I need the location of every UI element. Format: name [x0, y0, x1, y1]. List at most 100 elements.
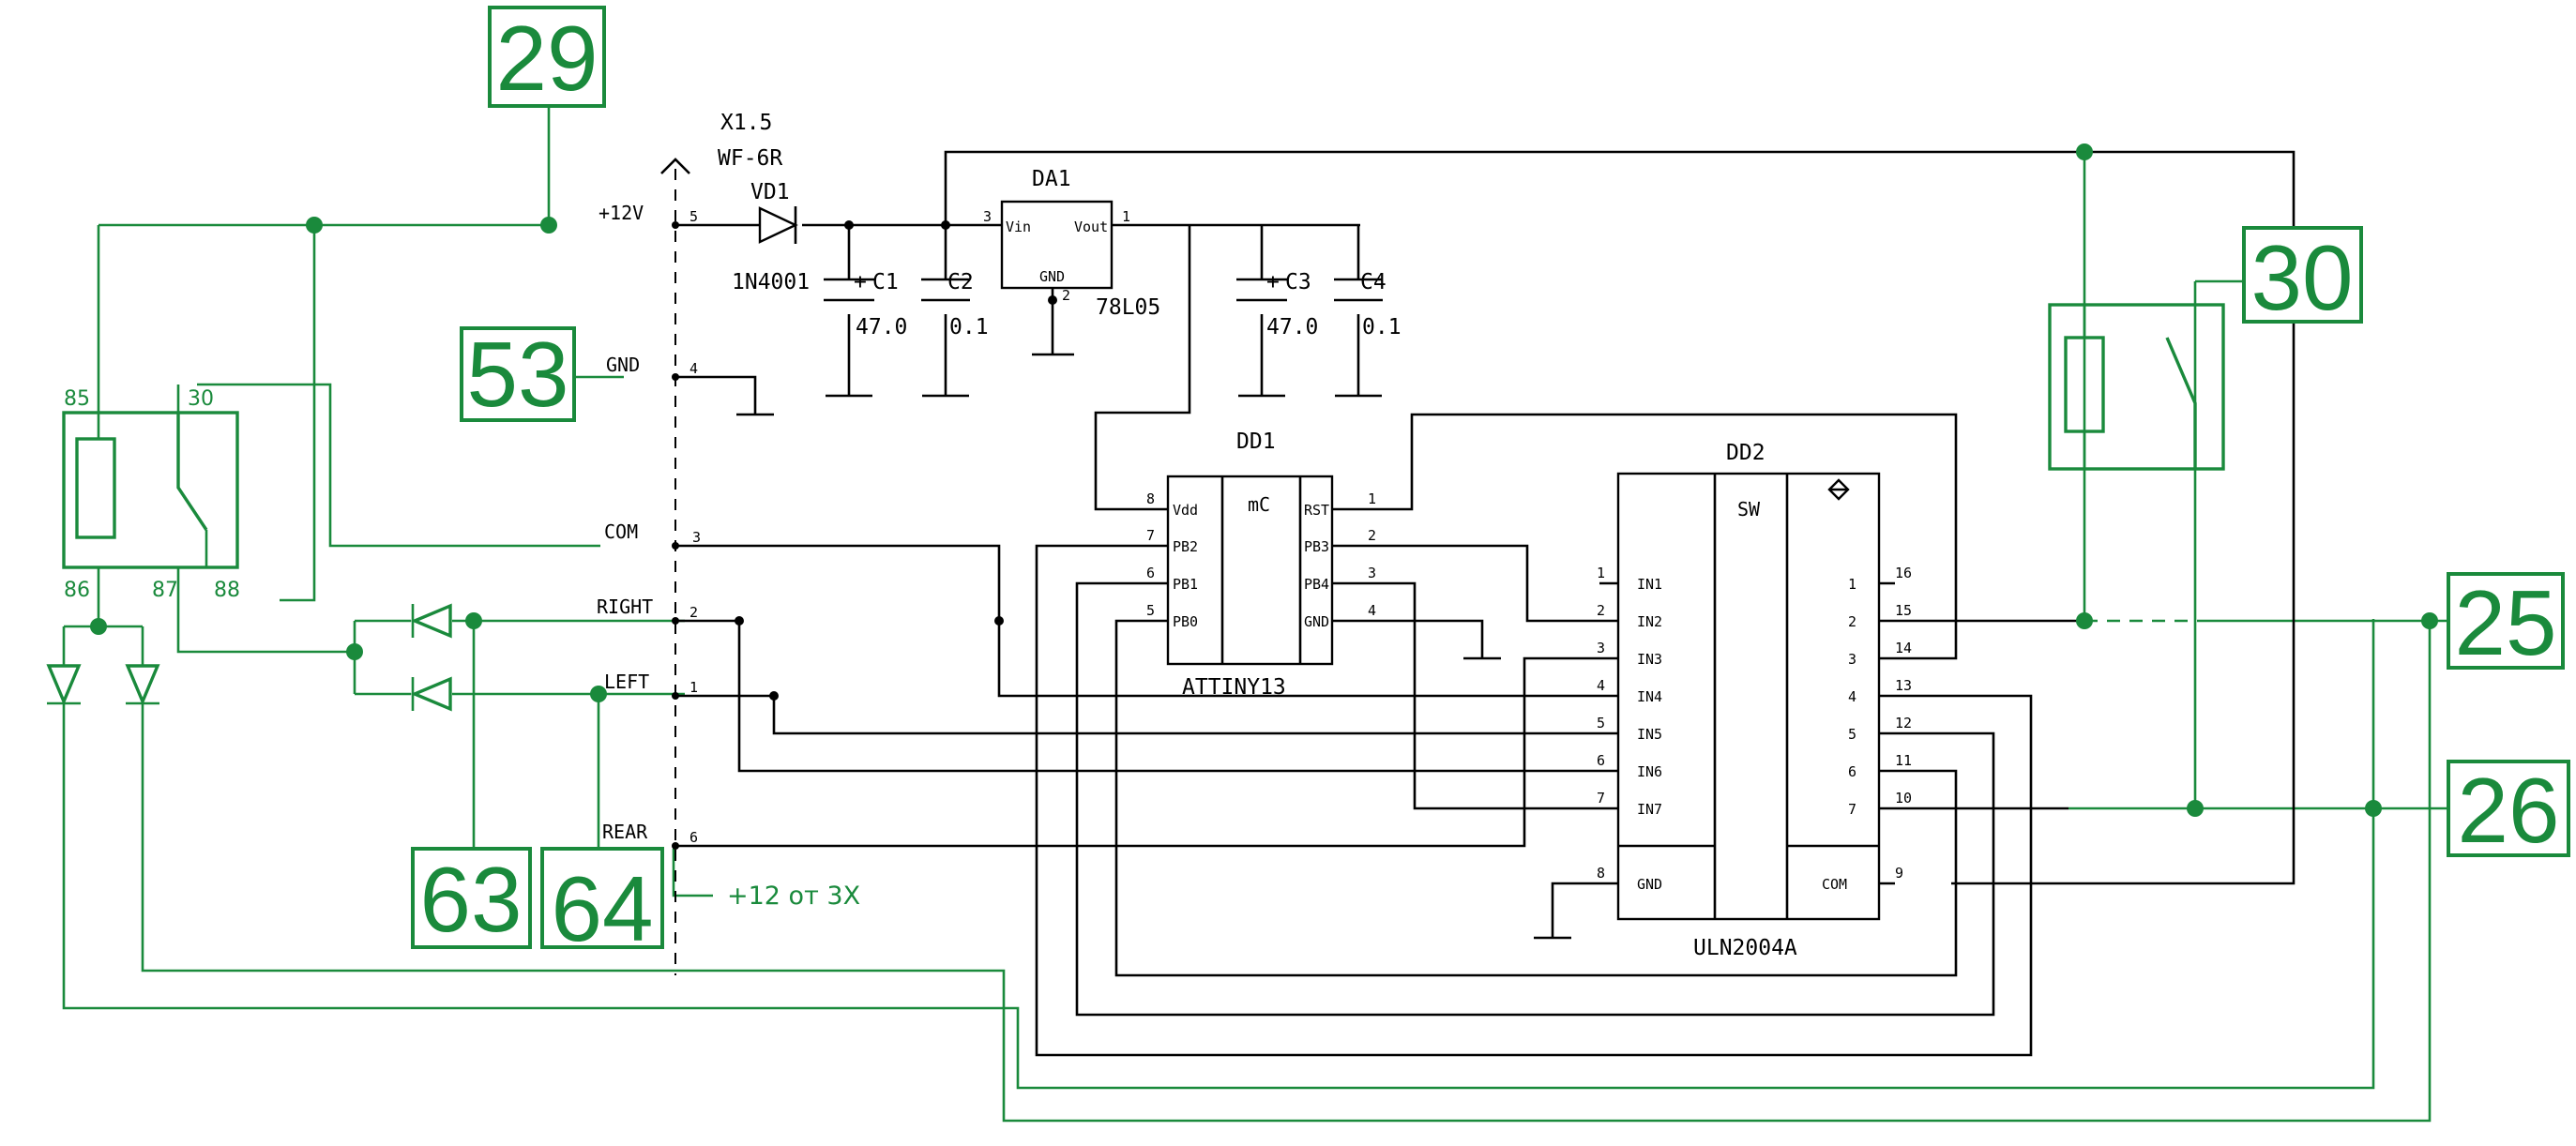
pin-net-label: REAR — [602, 821, 648, 843]
c2-value: 0.1 — [949, 315, 989, 339]
dd2-output-num: 14 — [1895, 640, 1912, 656]
dd2-input-name: IN4 — [1637, 688, 1662, 705]
dd1-pin-num: 7 — [1146, 527, 1155, 544]
relay-right — [2048, 303, 2225, 471]
dd2-input-name: IN7 — [1637, 801, 1662, 818]
dd2-com-num: 9 — [1895, 865, 1903, 882]
dd1-ref: DD1 — [1236, 430, 1276, 454]
capacitor-c2: C2 0.1 — [921, 270, 989, 339]
dd2-output-num: 15 — [1895, 602, 1912, 619]
dd2-output-idx: 6 — [1848, 763, 1856, 780]
relay-pin-label: 85 — [64, 387, 90, 411]
pin-net-label: GND — [606, 354, 640, 376]
da1-pin-gnd: GND — [1039, 268, 1065, 285]
dd2-part: ULN2004A — [1693, 936, 1797, 960]
dd2-gnd-name: GND — [1637, 876, 1662, 893]
connector-x1-5: X1.5 WF-6R +12V 5 GND 4 COM 3 RIGHT 2 LE… — [597, 111, 782, 850]
pin-number: 2 — [689, 604, 698, 621]
dd1-pin-name: PB0 — [1173, 613, 1198, 630]
terminal-label: 53 — [466, 323, 568, 426]
terminal-label: 25 — [2454, 571, 2556, 674]
dd2-output-idx: 4 — [1848, 688, 1856, 705]
dd2-output-num: 10 — [1895, 790, 1912, 807]
power-symbol-icon — [1827, 478, 1850, 501]
connector-type: WF-6R — [718, 146, 782, 171]
relay-pin-label: 30 — [188, 387, 214, 411]
dd2-ref: DD2 — [1726, 441, 1765, 465]
relay-left: 85 30 86 87 88 — [62, 385, 240, 602]
c3-ref: C3 — [1285, 270, 1311, 294]
diode-pair-bottom — [46, 664, 160, 706]
pin-number: 1 — [689, 679, 698, 696]
dd2-output-num: 11 — [1895, 752, 1912, 769]
dd2-center: SW — [1737, 498, 1761, 520]
dd1-pin-num: 3 — [1368, 565, 1376, 581]
terminal-30: 30 — [2242, 226, 2363, 329]
dd1-pin-num: 1 — [1368, 490, 1376, 507]
dd2-com-name: COM — [1822, 876, 1847, 893]
terminal-53: 53 — [460, 323, 576, 426]
c1-polarity: + — [854, 270, 867, 294]
regulator-da1: DA1 Vin Vout GND 3 1 2 78L05 — [983, 167, 1160, 320]
dd2-output-num: 13 — [1895, 677, 1912, 694]
junction-dots — [90, 143, 2438, 817]
c2-ref: C2 — [947, 270, 974, 294]
rear-source-note: +12 от 3Х — [727, 882, 860, 911]
dd1-pin-name: PB4 — [1304, 576, 1329, 593]
connector-ref: X1.5 — [720, 111, 772, 135]
pin-number: 5 — [689, 208, 698, 225]
dd2-output-num: 16 — [1895, 565, 1912, 581]
dd2-input-name: IN6 — [1637, 763, 1662, 780]
c4-ref: C4 — [1360, 270, 1386, 294]
vd1-ref: VD1 — [750, 180, 790, 204]
dd1-pin-name: GND — [1304, 613, 1329, 630]
c3-value: 47.0 — [1266, 315, 1318, 339]
pin-net-label: LEFT — [604, 671, 649, 693]
dd2-output-idx: 5 — [1848, 726, 1856, 743]
capacitor-c4: C4 0.1 — [1334, 270, 1402, 339]
dd2-output-idx: 7 — [1848, 801, 1856, 818]
terminal-label: 29 — [495, 7, 598, 110]
pin-net-label: RIGHT — [597, 596, 653, 618]
dd1-pin-num: 5 — [1146, 602, 1155, 619]
diode-vd1: VD1 1N4001 — [732, 180, 810, 294]
dd2-input-name: IN5 — [1637, 726, 1662, 743]
diode-pair-side — [410, 603, 452, 712]
pin-number: 6 — [689, 829, 698, 846]
relay-pin-label: 88 — [214, 579, 240, 602]
dd2-input-num: 7 — [1597, 790, 1605, 807]
dd2-output-idx: 2 — [1848, 613, 1856, 630]
relay-pin-label: 86 — [64, 579, 90, 602]
terminal-64: 64 — [540, 847, 664, 960]
dd1-pin-name: PB1 — [1173, 576, 1198, 593]
terminal-25: 25 — [2447, 571, 2565, 674]
dd2-input-num: 5 — [1597, 715, 1605, 731]
dd2-input-name: IN1 — [1637, 576, 1662, 593]
da1-pin-vout: Vout — [1074, 219, 1108, 235]
dd2-output-num: 12 — [1895, 715, 1912, 731]
terminal-26: 26 — [2447, 759, 2570, 862]
dd2-input-num: 2 — [1597, 602, 1605, 619]
dd2-input-num: 1 — [1597, 565, 1605, 581]
dd2-input-num: 4 — [1597, 677, 1605, 694]
dd2-input-name: IN3 — [1637, 651, 1662, 668]
dd1-center: mC — [1248, 493, 1270, 516]
capacitor-c3: + C3 47.0 — [1236, 270, 1318, 339]
terminal-label: 30 — [2250, 226, 2353, 329]
da1-ref: DA1 — [1032, 167, 1071, 191]
terminal-29: 29 — [488, 6, 606, 110]
dd1-pin-num: 2 — [1368, 527, 1376, 544]
terminal-label: 63 — [419, 848, 522, 951]
relay-pin-label: 87 — [152, 579, 178, 602]
terminal-63: 63 — [411, 847, 532, 951]
c1-value: 47.0 — [856, 315, 907, 339]
capacitor-c1: + C1 47.0 — [824, 270, 907, 339]
da1-pin-num: 1 — [1122, 208, 1130, 225]
dd1-pin-num: 4 — [1368, 602, 1376, 619]
pin-number: 3 — [692, 529, 701, 546]
dd1-pin-name: Vdd — [1173, 502, 1198, 519]
dd2-input-num: 6 — [1597, 752, 1605, 769]
terminal-label: 26 — [2457, 759, 2559, 862]
dd2-output-idx: 3 — [1848, 651, 1856, 668]
